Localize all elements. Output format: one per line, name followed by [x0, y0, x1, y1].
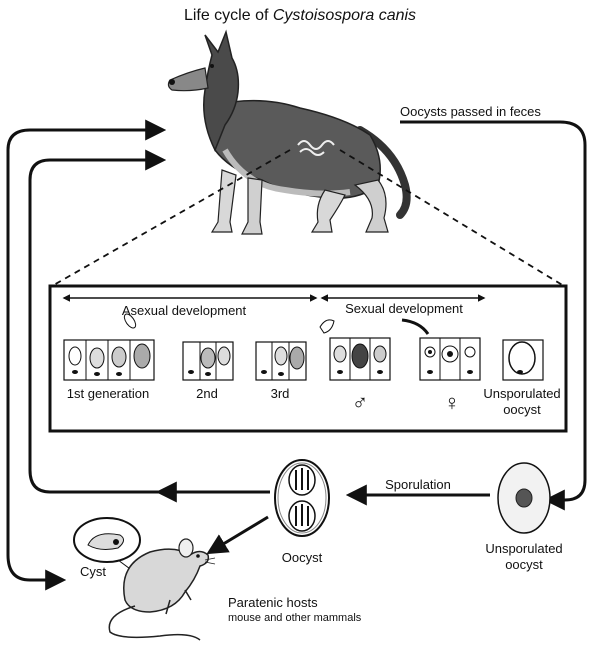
gen2-label: 2nd [196, 386, 218, 401]
unsporulated-label-1: Unsporulated [485, 541, 562, 556]
cell-cluster-1st-generation [63, 339, 155, 381]
outer-return-arrow [6, 119, 167, 582]
mouse-illustration [108, 538, 216, 641]
oocysts-passed-label: Oocysts passed in feces [400, 104, 541, 119]
microgamete-icon [319, 319, 335, 334]
diagram-title: Life cycle of Cystoisospora canis [184, 7, 416, 24]
sexual-label: Sexual development [345, 301, 463, 316]
unsporulated-box-label-2: oocyst [503, 402, 541, 417]
unsporulated-oocyst-icon [497, 462, 551, 534]
cell-cluster-male-gametocyte [329, 337, 391, 381]
asexual-label: Asexual development [122, 303, 247, 318]
unsporulated-label-2: oocyst [505, 557, 543, 572]
dog-illustration [167, 29, 411, 235]
cyst-label: Cyst [80, 564, 106, 579]
sporulation-label: Sporulation [385, 477, 451, 492]
paratenic-hosts-sublabel: mouse and other mammals [228, 612, 362, 624]
male-symbol: ♂ [352, 390, 369, 415]
cell-cluster-2nd-generation [182, 341, 234, 381]
merozoite-icon [123, 313, 137, 329]
zoom-line-left [51, 149, 291, 287]
female-symbol: ♀ [444, 390, 461, 415]
oocyst-to-mouse-arrow [206, 515, 269, 555]
cell-cluster-3rd-generation [255, 341, 307, 381]
cell-cluster-female-gametocyte [419, 337, 481, 381]
oocyst-label: Oocyst [282, 550, 323, 565]
gen3-label: 3rd [271, 386, 290, 401]
sporulated-oocyst-icon [274, 459, 330, 537]
unsporulated-oocyst-box-icon [502, 339, 544, 381]
unsporulated-box-label-1: Unsporulated [483, 386, 560, 401]
macrogamete-icon [401, 318, 430, 335]
feces-to-unsporulated-arrow [400, 120, 587, 511]
paratenic-hosts-label: Paratenic hosts [228, 595, 318, 610]
cyst-icon [73, 517, 141, 563]
gen1-label: 1st generation [67, 386, 149, 401]
inner-return-arrow [28, 149, 270, 494]
